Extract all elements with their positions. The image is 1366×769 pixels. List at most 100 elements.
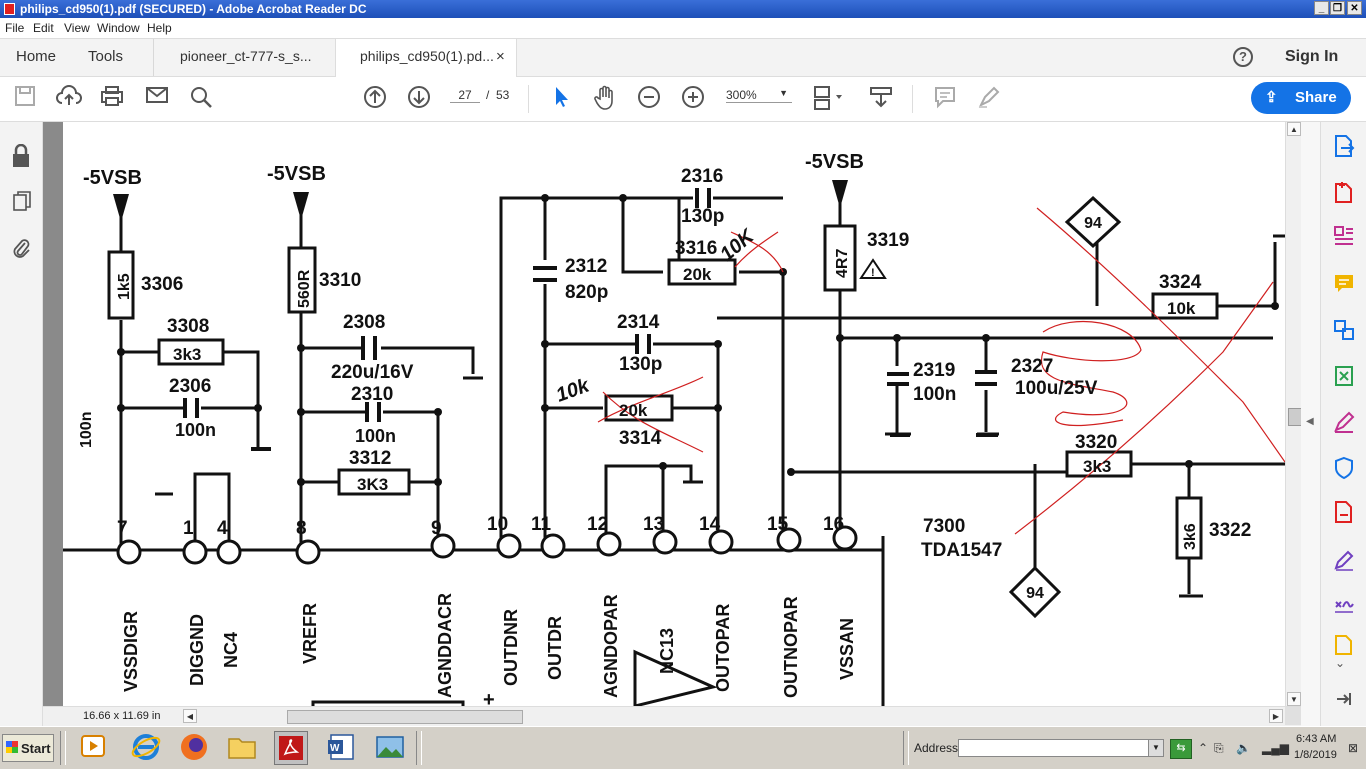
print-icon[interactable] [99, 85, 125, 111]
hand-tool-icon[interactable] [592, 85, 618, 111]
scroll-left-arrow-icon[interactable]: ◀ [183, 709, 197, 723]
media-player-icon[interactable] [78, 731, 112, 765]
word-icon[interactable]: W [326, 731, 360, 765]
scroll-mode-icon[interactable] [868, 85, 894, 111]
help-icon[interactable]: ? [1233, 47, 1253, 67]
file-explorer-icon[interactable] [226, 731, 260, 765]
export-file-icon[interactable] [1333, 500, 1355, 527]
menu-view[interactable]: View [64, 21, 90, 35]
create-pdf-icon[interactable] [1333, 180, 1355, 207]
menu-edit[interactable]: Edit [33, 21, 54, 35]
photo-viewer-icon[interactable] [374, 731, 408, 765]
internet-explorer-icon[interactable] [130, 731, 164, 765]
close-window-button[interactable]: ✕ [1347, 1, 1362, 15]
network-signal-icon[interactable]: ▂▄▆ [1262, 741, 1289, 755]
address-dropdown-icon[interactable]: ▼ [1148, 740, 1163, 756]
pin-number: 13 [643, 514, 664, 535]
show-hidden-icons-icon[interactable]: ⌃ [1198, 741, 1209, 755]
previous-page-icon[interactable] [362, 85, 388, 111]
search-icon[interactable] [188, 85, 214, 111]
component-ref: 2327 [1011, 356, 1053, 377]
pin-number: 14 [699, 514, 721, 535]
collapse-tools-pane-icon[interactable] [1335, 690, 1353, 711]
comment-tool-icon[interactable] [1333, 272, 1355, 299]
page-separator: / [486, 88, 490, 102]
sign-pen-icon[interactable] [1333, 548, 1355, 575]
go-arrow-icon[interactable]: ⇆ [1170, 739, 1192, 759]
page-total: 53 [496, 88, 510, 102]
save-icon[interactable] [12, 85, 38, 111]
toolbar: 27 / 53 300% ▼ ⇪ Share [0, 77, 1366, 122]
tab-tools[interactable]: Tools [88, 48, 124, 65]
cloud-upload-icon[interactable] [56, 85, 82, 111]
start-label: Start [21, 741, 51, 756]
zoom-out-icon[interactable] [636, 85, 662, 111]
usb-device-icon[interactable]: ⎘ [1214, 741, 1224, 755]
send-for-comments-icon[interactable] [1333, 634, 1355, 659]
supply-label: -5VSB [83, 167, 142, 189]
sign-in-button[interactable]: Sign In [1285, 48, 1339, 65]
highlight-pen-icon[interactable] [976, 85, 1002, 111]
horizontal-scroll-thumb[interactable] [287, 710, 523, 724]
component-value: 20k [683, 265, 712, 284]
fill-sign-icon[interactable] [1333, 410, 1355, 437]
pages-thumbnail-icon[interactable] [12, 190, 32, 215]
pin-number: 1 [183, 518, 194, 539]
scroll-up-arrow-icon[interactable]: ▲ [1287, 122, 1301, 136]
zoom-in-icon[interactable] [680, 85, 706, 111]
next-page-icon[interactable] [406, 85, 432, 111]
comment-icon[interactable] [932, 85, 958, 111]
tab-home[interactable]: Home [16, 48, 57, 65]
start-button[interactable]: Start [2, 734, 54, 762]
more-tools-chevron-icon[interactable]: ⌄ [1335, 656, 1346, 670]
vertical-scrollbar[interactable]: ▲ ▼ [1285, 122, 1302, 706]
component-value: 100u/25V [1015, 378, 1098, 399]
page-layout-icon[interactable] [812, 85, 842, 111]
firefox-icon[interactable] [178, 731, 212, 765]
clock-date[interactable]: 1/8/2019 [1294, 749, 1337, 761]
volume-icon[interactable]: 🔈 [1236, 741, 1251, 755]
certificate-sign-icon[interactable] [1333, 592, 1355, 619]
collapse-right-arrow-icon[interactable]: ◀ [1306, 416, 1314, 427]
address-label: Address [914, 741, 959, 755]
component-ref: 3324 [1159, 272, 1202, 293]
minimize-button[interactable]: _ [1314, 1, 1329, 15]
notification-icon[interactable]: ⊠ [1348, 741, 1359, 755]
page-number-input[interactable]: 27 [450, 88, 480, 103]
menu-file[interactable]: File [5, 21, 25, 35]
clock-time[interactable]: 6:43 AM [1296, 733, 1337, 745]
address-input[interactable]: ▼ [958, 739, 1164, 757]
component-ref: 2308 [343, 312, 385, 333]
zoom-level-select[interactable]: 300% ▼ [726, 88, 792, 103]
menu-help[interactable]: Help [147, 21, 172, 35]
connector-label: 94 [1084, 215, 1102, 232]
taskbar-grip [60, 731, 66, 765]
export-pdf-icon[interactable] [1333, 134, 1355, 161]
combine-files-icon[interactable] [1333, 318, 1355, 345]
scroll-thumb[interactable] [1288, 408, 1302, 426]
component-ref: 3310 [319, 270, 361, 291]
attachment-icon[interactable] [12, 236, 32, 263]
restore-button[interactable]: ❐ [1330, 1, 1345, 15]
select-cursor-icon[interactable] [548, 85, 574, 111]
pin-name: VSSDIGR [121, 611, 141, 692]
scroll-right-arrow-icon[interactable]: ▶ [1269, 709, 1283, 723]
scroll-down-arrow-icon[interactable]: ▼ [1287, 692, 1301, 706]
share-button[interactable]: ⇪ Share [1251, 82, 1351, 114]
tab-document-pioneer[interactable]: pioneer_ct-777-s_s... [180, 48, 312, 64]
component-value: 1k5 [116, 273, 133, 300]
lock-icon[interactable] [11, 143, 31, 171]
close-tab-icon[interactable]: × [496, 48, 505, 65]
tab-document-philips[interactable]: philips_cd950(1).pd... × [335, 39, 517, 77]
organize-pages-icon[interactable] [1333, 224, 1355, 251]
supply-label: -5VSB [805, 151, 864, 173]
toolbar-divider [528, 85, 529, 113]
menu-window[interactable]: Window [97, 21, 140, 35]
pin-name: DIGGND [187, 614, 207, 686]
pin-number: 12 [587, 514, 608, 535]
acrobat-taskbar-button[interactable] [274, 731, 308, 765]
compress-pdf-icon[interactable] [1333, 364, 1355, 391]
email-icon[interactable] [144, 85, 170, 111]
protect-icon[interactable] [1333, 456, 1355, 483]
